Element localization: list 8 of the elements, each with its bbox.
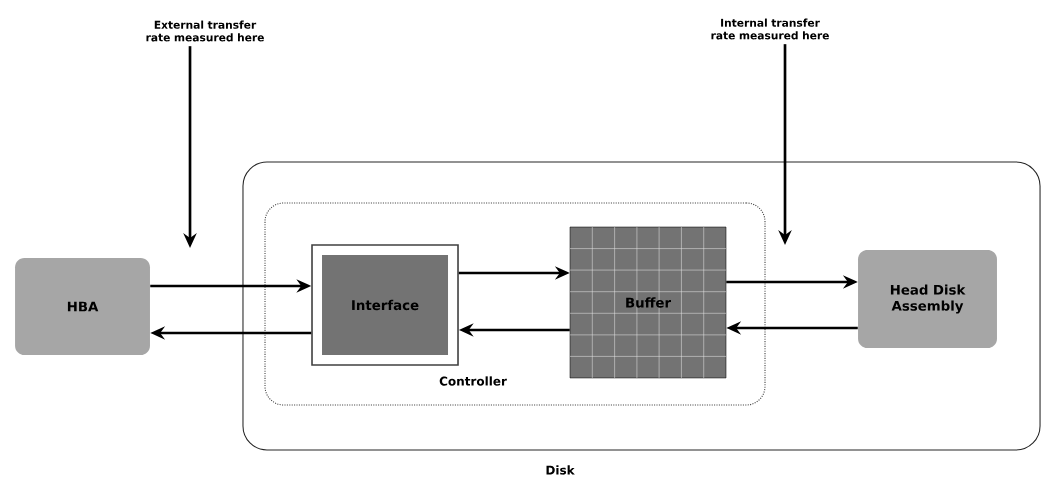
note-text: External transfer rate measured here <box>146 20 264 42</box>
container-label: Disk <box>546 465 575 475</box>
buffer-box: Buffer <box>569 226 727 379</box>
note-text: Internal transfer rate measured here <box>711 18 829 40</box>
component-box: Head Disk Assembly <box>858 250 997 348</box>
component-box: HBA <box>15 257 150 356</box>
interface-box: Interface <box>311 244 459 366</box>
container-label: Controller <box>439 376 507 386</box>
